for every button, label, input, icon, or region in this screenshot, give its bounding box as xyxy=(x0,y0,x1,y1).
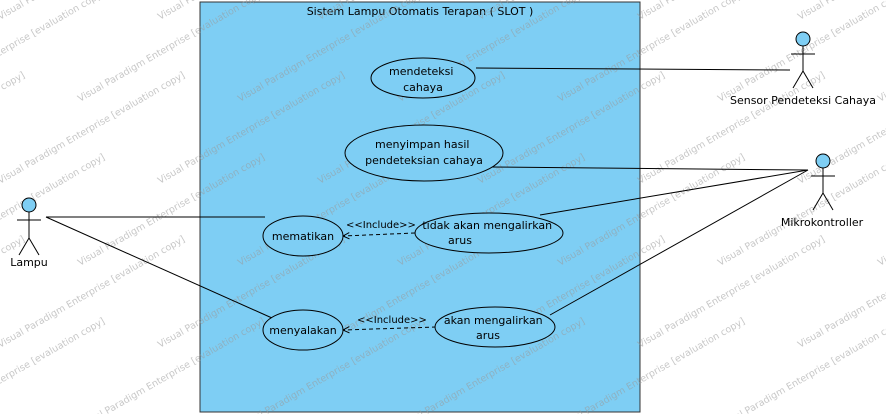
actor-sensor-icon xyxy=(791,31,815,89)
associations xyxy=(45,67,809,319)
use-case-mendeteksi[interactable]: mendeteksi cahaya xyxy=(370,57,476,99)
system-title: Sistem Lampu Otomatis Terapan ( SLOT ) xyxy=(307,5,534,18)
include-tidak-mematikan[interactable] xyxy=(343,233,416,236)
svg-text:tidak akan mengalirkan: tidak akan mengalirkan arus xyxy=(422,219,555,247)
use-case-mengalirkan[interactable]: akan mengalirkan arus xyxy=(434,306,556,348)
include-alir-menyalakan[interactable] xyxy=(343,327,437,330)
svg-text:menyalakan: menyalakan xyxy=(269,324,336,337)
uc-mendeteksi-line1: mendeteksi xyxy=(389,65,453,78)
actor-mikro-icon xyxy=(811,153,835,211)
uc-menyimpan-line2: pendeteksian cahaya xyxy=(365,154,483,167)
uc-tidak-line2: arus xyxy=(448,234,472,247)
svg-text:mendeteksi cahaya: mendeteksi cahaya xyxy=(389,65,457,94)
svg-text:mematikan: mematikan xyxy=(272,230,334,243)
actor-mikro-label: Mikrokontroller xyxy=(781,216,864,229)
watermark-text: Visual Paradigm Enterprise [evaluation c… xyxy=(716,316,886,414)
uc-alir-line1: akan mengalirkan xyxy=(444,314,543,327)
actor-lampu[interactable]: Lampu xyxy=(10,197,48,269)
assoc-lampu-menyalakan[interactable] xyxy=(45,216,273,319)
assoc-menyimpan-mikro[interactable] xyxy=(489,166,809,171)
use-case-menyalakan[interactable]: menyalakan xyxy=(262,309,344,351)
uc-mendeteksi-line2: cahaya xyxy=(403,81,443,94)
assoc-sensor-mendeteksi[interactable] xyxy=(475,67,791,71)
actor-lampu-label: Lampu xyxy=(10,256,48,269)
uc-mematikan-line1: mematikan xyxy=(272,230,334,243)
actor-sensor-label: Sensor Pendeteksi Cahaya xyxy=(730,94,876,107)
svg-text:menyimpan hasil pendet: menyimpan hasil pendeteksian cahaya xyxy=(365,138,483,167)
include-label-2: <<Include>> xyxy=(357,315,427,326)
uc-alir-line2: arus xyxy=(476,329,500,342)
actor-sensor[interactable]: Sensor Pendeteksi Cahaya xyxy=(730,31,876,107)
use-case-mematikan[interactable]: mematikan xyxy=(262,215,344,257)
assoc-tidak-mikro[interactable] xyxy=(539,169,809,216)
use-case-tidak-mengalirkan[interactable]: tidak akan mengalirkan arus xyxy=(414,212,564,254)
actor-mikrokontroller[interactable]: Mikrokontroller xyxy=(781,153,864,229)
svg-text:akan mengalirkan arus: akan mengalirkan arus xyxy=(444,314,546,342)
assoc-alir-mikro[interactable] xyxy=(549,169,809,316)
actor-lampu-icon xyxy=(17,197,41,256)
uc-menyalakan-line1: menyalakan xyxy=(269,324,336,337)
uc-tidak-line1: tidak akan mengalirkan xyxy=(422,219,552,232)
include-label-1: <<Include>> xyxy=(346,220,416,231)
include-relations: <<Include>> <<Include>> xyxy=(343,220,437,330)
uc-menyimpan-line1: menyimpan hasil xyxy=(375,138,469,151)
watermark-text: Visual Paradigm Enterprise [evaluation c… xyxy=(876,0,886,105)
use-case-menyimpan[interactable]: menyimpan hasil pendeteksian cahaya xyxy=(344,124,504,182)
